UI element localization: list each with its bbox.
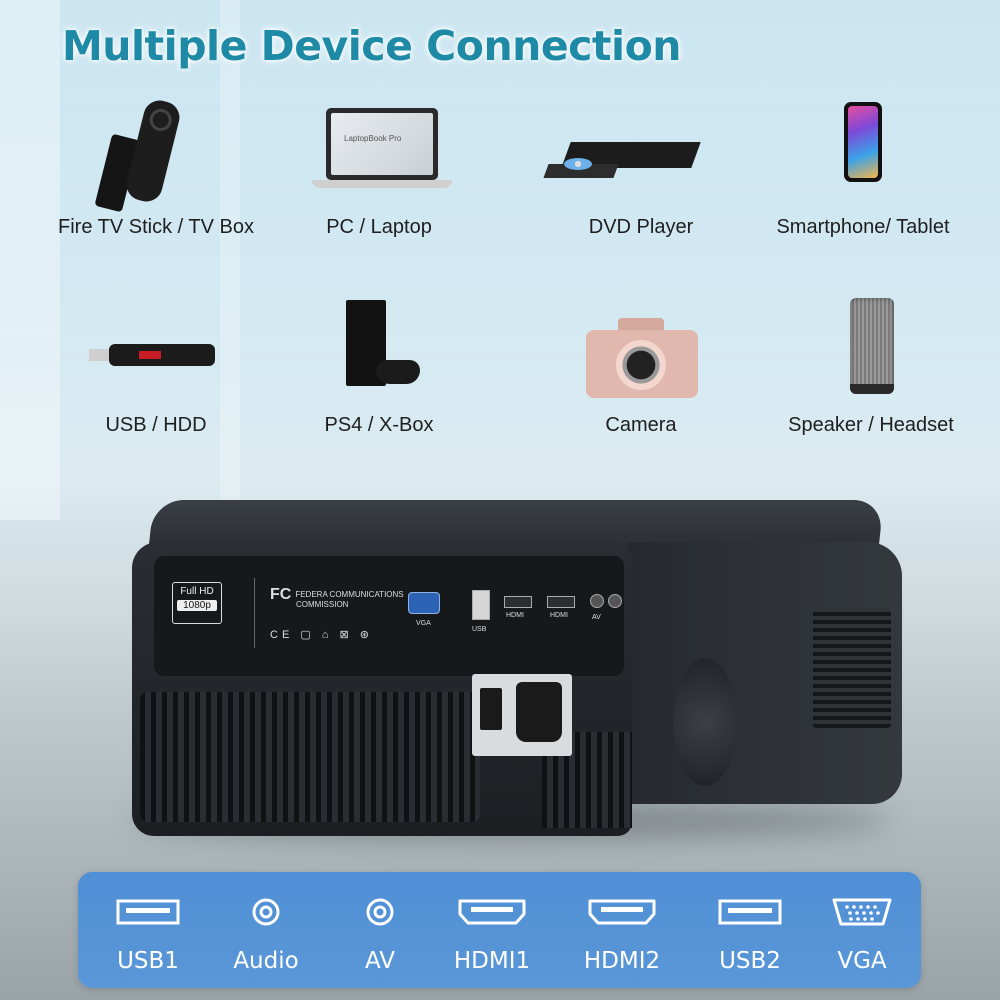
device-usb-hdd: USB / HDD xyxy=(41,298,271,437)
device-game-console: PS4 / X-Box xyxy=(264,298,494,437)
speaker-grille-icon xyxy=(673,658,737,786)
device-label: Smartphone/ Tablet xyxy=(776,216,950,238)
port-label: VGA xyxy=(837,948,887,974)
port-audio: Audio xyxy=(206,872,326,988)
laptop-screen-text: LaptopBook Pro xyxy=(344,134,402,143)
port-bar: USB1 Audio AV HDMI1 HDMI2 USB2 VGA xyxy=(78,872,921,988)
usb-port-icon xyxy=(88,894,208,930)
device-label: PS4 / X-Box xyxy=(324,414,434,436)
laptop-icon: LaptopBook Pro xyxy=(264,100,494,210)
port-vga: VGA xyxy=(802,872,922,988)
device-label: Fire TV Stick / TV Box xyxy=(58,216,254,238)
headphone-jack xyxy=(608,594,622,608)
device-fire-tv-stick: Fire TV Stick / TV Box xyxy=(41,97,271,239)
vga-port xyxy=(408,592,440,614)
usb-port-label: USB xyxy=(472,626,487,633)
device-label: DVD Player xyxy=(588,216,694,238)
device-label: Speaker / Headset xyxy=(788,414,954,436)
port-hdmi1: HDMI1 xyxy=(432,872,552,988)
page-title: Multiple Device Connection xyxy=(62,22,681,70)
hdmi-port-icon xyxy=(562,894,682,930)
usb-drive-icon xyxy=(41,298,271,408)
power-module xyxy=(472,674,572,756)
port-label: USB1 xyxy=(117,948,179,974)
speaker-icon xyxy=(756,298,986,408)
smartphone-icon xyxy=(748,100,978,210)
projector-side xyxy=(627,542,902,804)
device-label: Camera xyxy=(605,414,677,436)
hdmi1-port-label: HDMI xyxy=(506,612,524,619)
dvd-player-icon xyxy=(526,100,756,210)
device-speaker: Speaker / Headset xyxy=(756,298,986,437)
hdmi1-port xyxy=(504,596,532,608)
device-smartphone: Smartphone/ Tablet xyxy=(748,100,978,239)
hdmi2-port xyxy=(547,596,575,608)
certification-marks: CE ▢ ⌂ ⊠ ⊛ xyxy=(270,629,373,641)
vga-port-label: VGA xyxy=(416,620,431,627)
badge-line-1: Full HD xyxy=(180,586,214,597)
av-jack xyxy=(590,594,604,608)
av-jack-label: AV xyxy=(592,614,601,621)
port-hdmi2: HDMI2 xyxy=(562,872,682,988)
port-label: HDMI1 xyxy=(453,948,531,974)
device-dvd-player: DVD Player xyxy=(526,100,756,239)
port-label: USB2 xyxy=(719,948,781,974)
av-jack-icon xyxy=(320,894,440,930)
usb-port-icon xyxy=(690,894,810,930)
device-laptop: LaptopBook Pro PC / Laptop xyxy=(264,100,494,239)
port-usb1: USB1 xyxy=(88,872,208,988)
vga-port-icon xyxy=(802,894,922,930)
power-socket-icon xyxy=(516,682,562,742)
side-vent xyxy=(813,608,891,728)
port-label: HDMI2 xyxy=(583,948,661,974)
power-switch-icon xyxy=(480,688,502,730)
device-label: PC / Laptop xyxy=(326,216,432,238)
fire-tv-stick-icon xyxy=(41,97,271,213)
device-camera: Camera xyxy=(526,298,756,437)
hdmi-port-icon xyxy=(432,894,552,930)
fcc-text: FEDERA COMMUNICATIONS xyxy=(295,590,404,600)
divider xyxy=(254,578,255,648)
audio-jack-icon xyxy=(206,894,326,930)
hdmi2-port-label: HDMI xyxy=(550,612,568,619)
full-hd-badge: Full HD 1080p xyxy=(172,582,222,624)
camera-icon xyxy=(526,298,756,408)
fcc-mark: FC xyxy=(270,586,292,603)
port-usb2: USB2 xyxy=(690,872,810,988)
port-av: AV xyxy=(320,872,440,988)
device-label: USB / HDD xyxy=(105,414,207,436)
port-label: Audio xyxy=(233,948,299,974)
background-window xyxy=(0,0,1000,520)
fcc-text-2: COMMISSION xyxy=(296,600,349,610)
rear-vent xyxy=(140,692,480,822)
port-label: AV xyxy=(365,948,395,974)
game-console-icon xyxy=(264,298,494,408)
usb-port xyxy=(472,590,490,620)
badge-line-2: 1080p xyxy=(177,600,217,611)
